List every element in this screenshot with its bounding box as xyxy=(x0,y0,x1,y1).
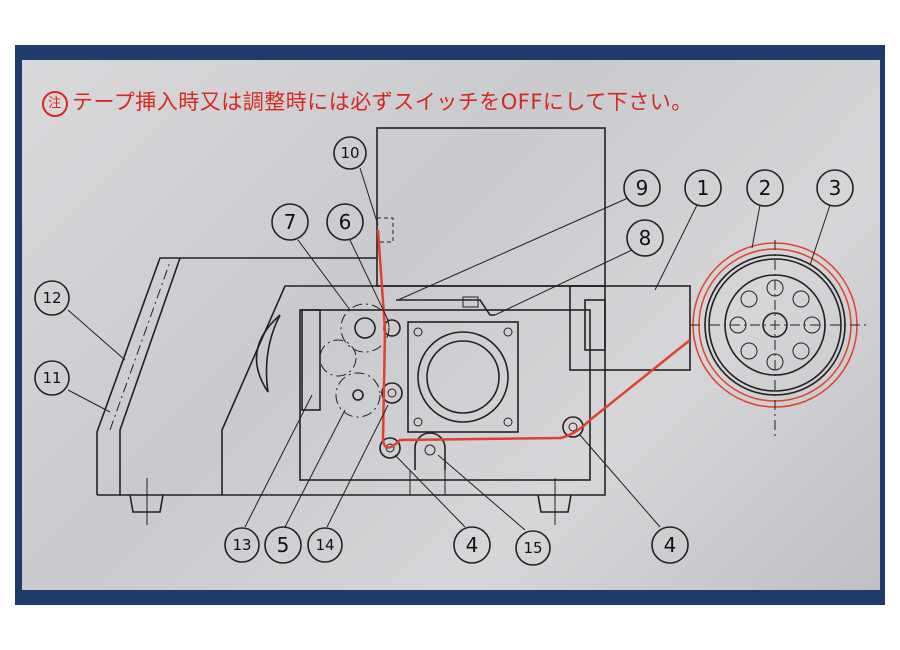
svg-text:5: 5 xyxy=(277,533,290,557)
svg-text:7: 7 xyxy=(284,210,297,234)
svg-text:2: 2 xyxy=(759,176,772,200)
callout-8: 8 xyxy=(626,219,664,257)
caution-mark: 注 xyxy=(42,91,68,117)
svg-text:15: 15 xyxy=(523,539,542,557)
callout-7: 7 xyxy=(271,203,309,241)
callout-2: 2 xyxy=(746,169,784,207)
machine-body xyxy=(96,127,870,525)
svg-text:14: 14 xyxy=(315,536,334,554)
svg-text:4: 4 xyxy=(466,533,479,557)
svg-text:12: 12 xyxy=(42,289,61,307)
svg-text:3: 3 xyxy=(829,176,842,200)
svg-text:13: 13 xyxy=(232,536,251,554)
callout-14: 14 xyxy=(307,527,343,563)
callout-10: 10 xyxy=(333,136,367,170)
callout-4-right: 4 xyxy=(651,526,689,564)
svg-text:11: 11 xyxy=(42,369,61,387)
leader-lines xyxy=(67,167,831,531)
tape-path xyxy=(376,229,691,449)
svg-text:8: 8 xyxy=(639,226,652,250)
callout-9: 9 xyxy=(623,169,661,207)
callout-11: 11 xyxy=(34,360,70,396)
callouts: 10 7 6 9 1 2 3 8 12 11 13 5 14 4 15 4 xyxy=(34,136,854,566)
callout-4-left: 4 xyxy=(453,526,491,564)
warning-text: 注テープ挿入時又は調整時には必ずスイッチをOFFにして下さい。 xyxy=(42,86,693,117)
callout-1: 1 xyxy=(684,169,722,207)
callout-15: 15 xyxy=(515,530,551,566)
svg-text:9: 9 xyxy=(636,176,649,200)
svg-text:10: 10 xyxy=(340,144,359,162)
callout-5: 5 xyxy=(264,526,302,564)
svg-text:1: 1 xyxy=(697,176,710,200)
svg-text:6: 6 xyxy=(339,210,352,234)
callout-3: 3 xyxy=(816,169,854,207)
callout-6: 6 xyxy=(326,203,364,241)
callout-13: 13 xyxy=(224,527,260,563)
callout-12: 12 xyxy=(34,280,70,316)
warning-message: テープ挿入時又は調整時には必ずスイッチをOFFにして下さい。 xyxy=(72,90,693,114)
svg-text:4: 4 xyxy=(664,533,677,557)
